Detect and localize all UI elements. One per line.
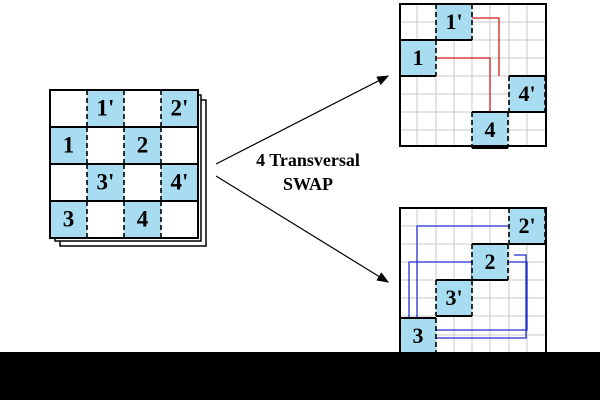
checkerboard-layout: 1' 2' 1 2 3' 4' 3 4 (49, 89, 207, 247)
qubit-label: 1 (413, 45, 424, 70)
qubit-patch-2prime: 2' (508, 207, 546, 245)
patch-dashed-edges (435, 280, 473, 316)
route-1prime-to-4prime (472, 17, 500, 76)
qubit-patch-1: 1 (49, 126, 88, 165)
patch-solid-edges (472, 111, 508, 149)
top-right-frame (399, 3, 547, 147)
route-2-to-3prime (408, 261, 528, 331)
qubit-patch-2prime: 2' (160, 89, 199, 128)
qubit-label: 2' (518, 213, 535, 238)
patch-fill (124, 127, 161, 164)
qubit-label: 3' (445, 285, 462, 310)
patch-fill (436, 4, 472, 40)
patch-solid-edges (400, 317, 436, 319)
qubit-patch-4: 4 (123, 200, 162, 239)
qubit-patch-2: 2 (471, 243, 509, 281)
bottom-right-frame (399, 207, 547, 352)
patch-fill (472, 244, 508, 280)
patch-fill (509, 76, 545, 112)
qubit-label: 3' (97, 170, 115, 195)
caption-line-1: b) Eight logical qubit patches arranged … (0, 357, 515, 368)
qubit-patch-4: 4 (471, 111, 509, 149)
patch-dashed-edges (86, 90, 125, 127)
patch-fill (436, 280, 472, 316)
route-1-to-4 (436, 57, 491, 112)
qubit-label: 3 (413, 323, 424, 348)
qubit-patch-3: 3 (49, 200, 88, 239)
patch-fill (87, 164, 124, 201)
patch-fill (509, 208, 545, 244)
qubit-patch-1prime: 1' (435, 3, 473, 41)
patch-fill (161, 90, 198, 127)
figure-caption: b) Eight logical qubit patches arranged … (0, 356, 598, 382)
patch-dashed-edges (123, 127, 162, 164)
arrow-to-top-layout (215, 75, 390, 165)
patch-fill (50, 201, 87, 238)
qubit-label: 4 (485, 117, 496, 142)
patch-dashed-edges (123, 201, 162, 238)
transversal-swap-label-line1: 4 Transversal (256, 150, 360, 170)
patch-dashed-edges (471, 244, 509, 280)
qubit-label: 1 (63, 133, 75, 158)
qubit-label: 2' (171, 96, 189, 121)
qubit-patch-3: 3 (399, 317, 437, 352)
arrow-to-bottom-layout (215, 175, 390, 283)
patch-solid-edges (509, 75, 545, 113)
patch-fill (161, 164, 198, 201)
qubit-label: 3 (63, 207, 75, 232)
qubit-patch-3prime: 3' (435, 279, 473, 317)
figure: 1' 2' 1 2 3' 4' 3 4 4 Transversal SWAP 1' 1 4' 4 2… (49, 3, 547, 352)
qubit-patch-4prime: 4' (160, 163, 199, 202)
red-swap-routes (436, 17, 500, 112)
qubit-label: 4 (137, 207, 149, 232)
patch-dashed-edges (435, 4, 473, 40)
qubit-label: 2 (485, 249, 496, 274)
top-right-swap-layout: 1' 1 4' 4 (399, 3, 547, 149)
qubit-label: 1' (97, 96, 115, 121)
route-2prime-to-3 (416, 225, 509, 322)
qubit-patch-1prime: 1' (86, 89, 125, 128)
bottom-right-swap-layout: 2' 2 3' 3 (399, 207, 547, 352)
qubit-label: 1' (445, 9, 462, 34)
qubit-label: 4' (171, 170, 189, 195)
route-3-bottom (436, 254, 527, 339)
qubit-patch-4prime: 4' (508, 75, 546, 113)
qubit-patch-1: 1 (399, 39, 437, 77)
patch-dashed-edges (471, 112, 509, 148)
patch-dashed-edges (86, 164, 125, 201)
patch-solid-edges (400, 39, 436, 77)
patch-fill (124, 201, 161, 238)
checkerboard-grid: 1' 2' 1 2 3' 4' 3 4 (49, 89, 199, 239)
caption-line-2: lensity per layer is the same). With 4 t… (0, 370, 491, 381)
patch-fill (400, 318, 436, 352)
patch-solid-edges (472, 243, 508, 281)
qubit-label: 4' (518, 81, 535, 106)
qubit-patch-2: 2 (123, 126, 162, 165)
patch-solid-edges (436, 279, 472, 317)
qubit-patch-3prime: 3' (86, 163, 125, 202)
patch-fill (472, 112, 508, 148)
patch-fill (400, 40, 436, 76)
transversal-swap-label-line2: SWAP (283, 174, 333, 194)
patch-fill (87, 90, 124, 127)
caption-background (0, 352, 600, 400)
qubit-label: 2 (137, 133, 149, 158)
patch-fill (50, 127, 87, 164)
